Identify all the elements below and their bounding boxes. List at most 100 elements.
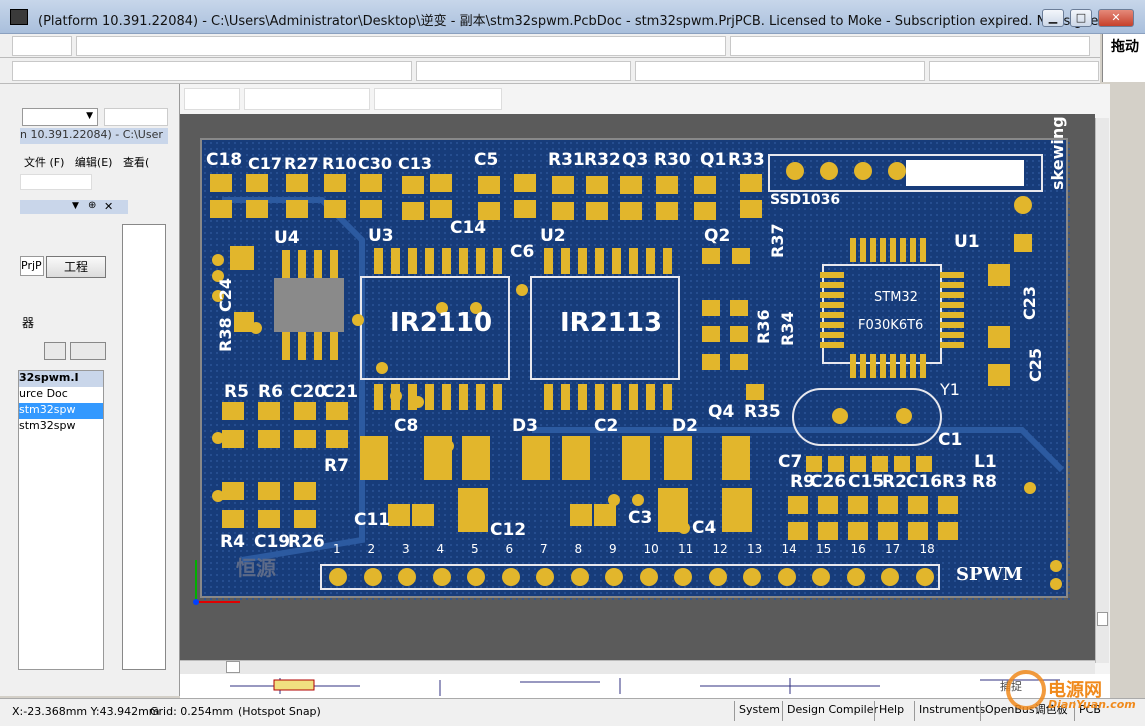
pad <box>605 568 623 586</box>
silk-label: skewing <box>1048 116 1067 190</box>
sheet-border <box>122 224 166 670</box>
pad <box>940 282 964 288</box>
pad <box>806 456 822 472</box>
header-pin-number: 12 <box>712 542 728 556</box>
silk-label: R33 <box>728 150 765 170</box>
silk-label: R7 <box>324 456 349 476</box>
menu-file[interactable]: 文件 (F) <box>24 156 65 169</box>
close-icon[interactable]: ✕ <box>104 200 114 213</box>
pad <box>664 436 692 480</box>
toolbar-slot[interactable] <box>730 36 1090 56</box>
panel-button-system[interactable]: System <box>734 701 784 721</box>
pad <box>612 384 621 410</box>
silk-label: R37 <box>768 223 787 258</box>
header-pin-number: 18 <box>919 542 935 556</box>
pad <box>294 402 316 420</box>
app-icon[interactable] <box>10 9 28 25</box>
panel-dropdown[interactable]: ▼ <box>22 108 98 126</box>
pad <box>786 162 804 180</box>
menu-edit[interactable]: 编辑(E) <box>74 156 113 169</box>
header-pin-number: 8 <box>574 542 583 556</box>
pad <box>1014 196 1032 214</box>
pad <box>850 354 856 378</box>
scroll-thumb[interactable] <box>1097 612 1108 626</box>
plug-logo-icon <box>1006 670 1046 710</box>
pad <box>880 238 886 262</box>
pad <box>286 174 308 192</box>
silk-label: Q2 <box>704 226 731 246</box>
pad <box>282 332 290 360</box>
toolbar-slot[interactable] <box>12 61 412 81</box>
maximize-button[interactable]: □ <box>1070 9 1092 27</box>
pad <box>620 202 642 220</box>
pad <box>230 246 254 270</box>
pad <box>493 248 502 274</box>
pad <box>708 568 727 586</box>
silk-label: C20 <box>290 382 327 402</box>
toolbar-slot[interactable] <box>76 36 726 56</box>
ic-u4-body <box>274 278 344 332</box>
pad <box>436 302 448 314</box>
panel-button-design-compiler[interactable]: Design Compiler <box>782 701 882 721</box>
pad <box>561 248 570 274</box>
pad <box>360 436 388 480</box>
pad <box>820 162 838 180</box>
scroll-thumb[interactable] <box>226 661 240 673</box>
pad <box>298 250 306 278</box>
toolbar-slot[interactable] <box>929 61 1099 81</box>
pad <box>722 488 752 532</box>
tree-item[interactable]: stm32spw <box>19 419 76 432</box>
silk-label: R27 <box>284 154 319 173</box>
crystal-outline <box>792 388 942 446</box>
pad <box>586 176 608 194</box>
tree-item[interactable]: 32spwm.I <box>19 371 103 387</box>
tree-item-selected[interactable]: stm32spw <box>19 403 103 419</box>
right-panel[interactable]: 拖动 <box>1102 34 1145 82</box>
pad <box>402 202 424 220</box>
doc-tab[interactable] <box>374 88 502 110</box>
ic-outline-u2 <box>530 276 680 380</box>
pad <box>674 568 692 586</box>
panel-button-pcb[interactable]: PCB <box>1074 701 1105 721</box>
pad <box>908 496 928 514</box>
panel-button-instruments[interactable]: Instruments <box>914 701 989 721</box>
pcb-board[interactable]: C18 C17 R27 R10 C30 C13 C5 R31 R32 Q3 R3… <box>193 116 1070 605</box>
project-button[interactable]: 工程 <box>46 256 106 278</box>
silk-label: Q1 <box>700 150 727 170</box>
pad <box>820 292 844 298</box>
header-pin-number: 5 <box>471 542 479 556</box>
panel-button-help[interactable]: Help <box>874 701 908 721</box>
pad <box>820 302 844 308</box>
silk-label: C2 <box>594 416 619 436</box>
pin-icon[interactable]: ⊕ <box>88 200 97 211</box>
horizontal-scrollbar[interactable] <box>180 660 1095 674</box>
pad <box>478 176 500 194</box>
panel-slot[interactable] <box>104 108 168 126</box>
folder-icon[interactable] <box>70 342 106 360</box>
doc-tab[interactable] <box>184 88 240 110</box>
silk-label: C17 <box>248 154 283 173</box>
pad <box>894 456 910 472</box>
pad <box>561 384 570 410</box>
pad <box>896 408 912 424</box>
pad <box>412 396 424 408</box>
toolbar-slot[interactable] <box>416 61 631 81</box>
toolbar-slot[interactable] <box>12 36 72 56</box>
header-pin-number: 11 <box>678 542 694 556</box>
pad <box>586 202 608 220</box>
pad <box>408 248 417 274</box>
panel-toolbar[interactable] <box>20 174 92 190</box>
minimize-button[interactable]: ▁ <box>1042 9 1064 27</box>
tab-prj[interactable]: PrjP <box>20 256 44 276</box>
vertical-scrollbar[interactable] <box>1095 118 1109 663</box>
tree-item[interactable]: urce Doc <box>19 387 68 400</box>
workspace-icon[interactable] <box>44 342 66 360</box>
pad <box>458 488 488 532</box>
doc-tab[interactable] <box>244 88 370 110</box>
pad <box>656 176 678 194</box>
toolbar-slot[interactable] <box>635 61 925 81</box>
menu-view[interactable]: 查看( <box>122 156 150 169</box>
pad <box>294 482 316 500</box>
close-button[interactable]: ✕ <box>1098 9 1134 27</box>
chevron-down-icon[interactable]: ▼ <box>72 201 79 211</box>
